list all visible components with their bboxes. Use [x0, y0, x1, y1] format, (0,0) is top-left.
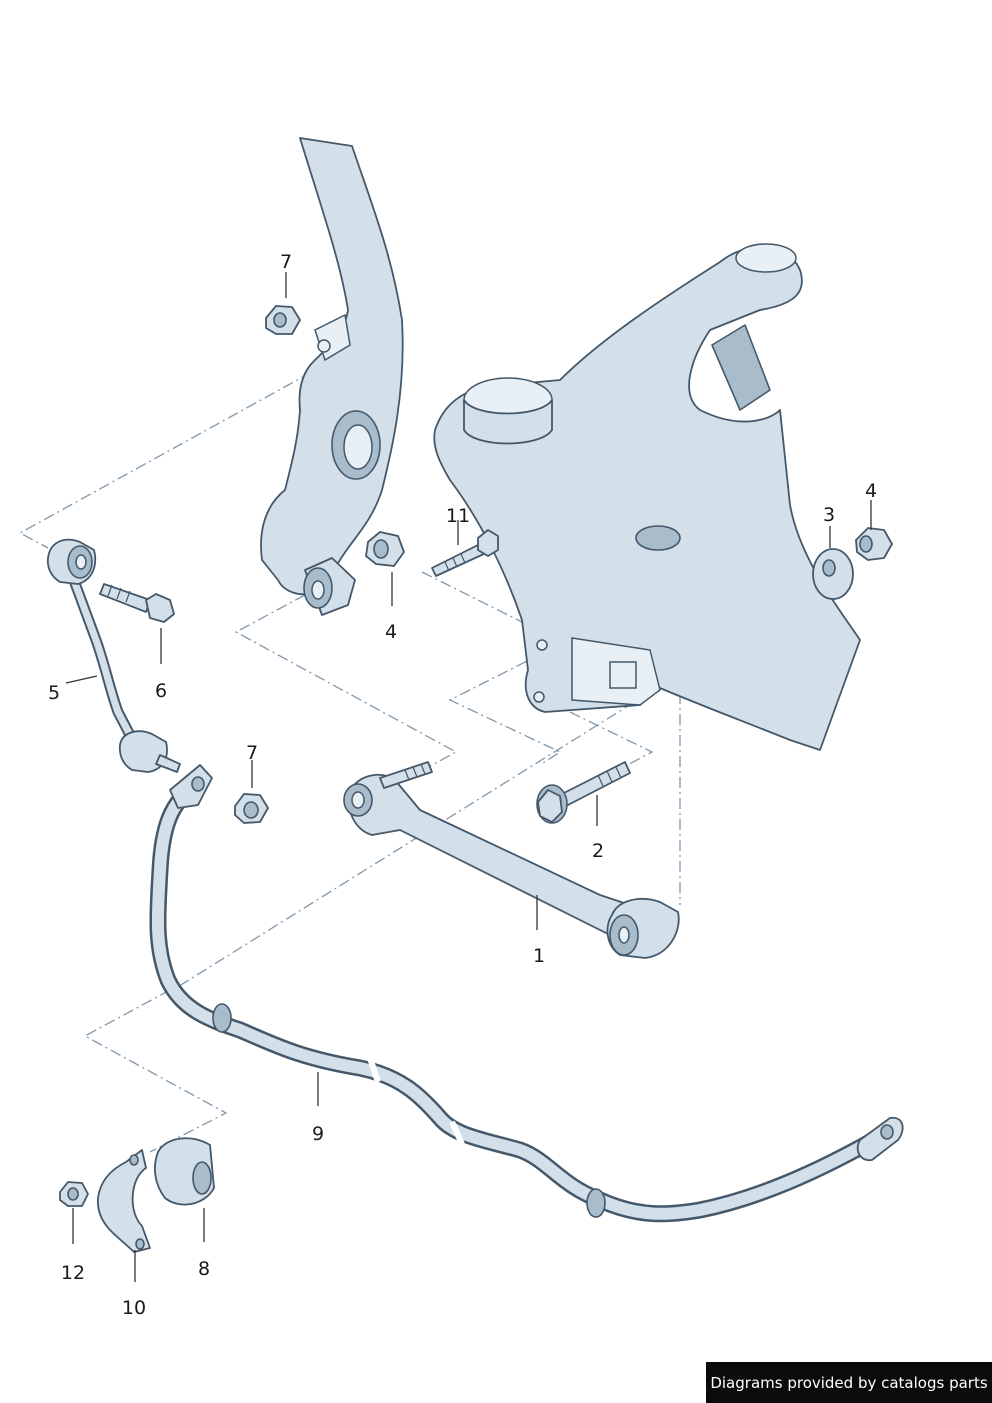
assembly-line-bar-clamp	[83, 989, 228, 1153]
subframe	[433, 243, 861, 751]
bolt-part-11	[431, 529, 499, 577]
control-arm-stud	[379, 761, 433, 789]
leader-lines	[65, 272, 872, 1282]
control-arm-eye-hole	[351, 791, 365, 809]
stabilizer-bar-end-right-hole	[880, 1124, 894, 1140]
knuckle-bushing-hole	[311, 580, 325, 600]
bolt-6-thread-3	[125, 590, 131, 603]
nut-4-left-hole	[373, 539, 389, 559]
bolt-11-thread-2	[452, 557, 458, 568]
bar-bushing-slot	[192, 1161, 212, 1195]
callout-4-right: 4	[865, 480, 877, 502]
nut-7-lower-hole	[243, 801, 259, 819]
subframe-bracket-mark	[609, 661, 637, 689]
stabilizer-bar-fill	[151, 779, 876, 1220]
stabilizer-bar-ring-right	[586, 1188, 606, 1218]
clamp-part-10	[97, 1149, 151, 1253]
coupling-link-rod-fill	[68, 571, 134, 739]
bolt-2-thread-1	[597, 774, 604, 787]
clamp-hole-bottom	[135, 1238, 145, 1250]
nut-part-7-upper	[265, 305, 301, 335]
credit-banner: Diagrams provided by catalogs parts	[706, 1362, 992, 1403]
callout-labels: 1 2 3 4 4 5 6 7 7 8 9 10 11 12	[48, 251, 877, 1319]
callout-5: 5	[48, 682, 60, 704]
control-arm-stud-thread-2	[412, 766, 418, 778]
leader-5	[65, 675, 98, 684]
washer-part-3	[812, 548, 854, 600]
control-arm-stud-shaft	[379, 761, 433, 789]
stabilizer-bar-break-1	[367, 1057, 381, 1083]
subframe-mount-top	[735, 243, 797, 273]
stabilizer-bar-end-right	[856, 1117, 904, 1162]
knuckle-link-hole	[317, 339, 331, 353]
steering-knuckle	[260, 137, 404, 596]
bolt-2-head	[537, 789, 563, 823]
stabilizer-bar-end-left-hole	[191, 776, 205, 792]
bolt-part-2	[536, 761, 631, 824]
bolt-6-thread-1	[107, 584, 113, 597]
callout-7-lower: 7	[246, 742, 258, 764]
subframe-lower-hole	[533, 691, 545, 703]
callout-6: 6	[155, 680, 167, 702]
nut-7-upper-hole	[273, 312, 287, 328]
assembly-line-bolt11	[421, 571, 523, 623]
nut-part-7-lower	[234, 793, 269, 824]
assembly-line-knuckle-arm	[234, 594, 458, 791]
subframe-rib-upper	[711, 324, 771, 411]
nut-part-4-left	[365, 531, 405, 567]
stabilizer-bar-part-9	[149, 764, 904, 1223]
clamp-hole-top	[129, 1154, 139, 1166]
control-arm-bushing-hole	[618, 926, 630, 944]
subframe-boss-side	[463, 399, 553, 445]
callout-12: 12	[61, 1262, 85, 1284]
assembly-line-bracket-bolt2	[569, 711, 654, 771]
knuckle-bushing	[303, 557, 356, 616]
stabilizer-bar-ring-left	[212, 1003, 232, 1033]
bolt-2-thread-3	[615, 766, 622, 779]
bolt-6-thread-2	[116, 587, 122, 600]
bolt-2-shaft	[559, 761, 631, 807]
nut-12-hole	[67, 1187, 79, 1201]
knuckle-bore-inner	[343, 424, 373, 470]
bolt-6-head	[145, 593, 175, 623]
subframe-body	[433, 246, 861, 751]
callout-2: 2	[592, 840, 604, 862]
clamp-body	[97, 1149, 151, 1253]
stabilizer-bar-end-left	[169, 764, 213, 809]
callout-9: 9	[312, 1123, 324, 1145]
knuckle-body	[260, 137, 404, 596]
callout-8: 8	[198, 1258, 210, 1280]
coupling-link-part-5	[46, 538, 181, 773]
control-arm-stud-thread-1	[404, 769, 410, 781]
subframe-hole-center	[635, 525, 681, 551]
callout-10: 10	[122, 1297, 146, 1319]
assembly-line-subframe-bolt2	[448, 651, 562, 766]
bolt-11-head	[477, 529, 499, 557]
bolt-part-6	[99, 583, 175, 623]
callout-1: 1	[533, 945, 545, 967]
control-arm-stud-thread-3	[420, 763, 426, 775]
bolt-6-shaft	[99, 583, 151, 613]
control-arm-part-1	[343, 773, 680, 959]
bar-bushing-part-8	[154, 1137, 215, 1206]
bolt-11-thread-3	[460, 553, 466, 564]
callout-4-left: 4	[385, 621, 397, 643]
nut-4-right-hole	[859, 535, 873, 553]
bolt-2-thread-2	[606, 770, 613, 783]
stabilizer-bar-break-2	[449, 1120, 465, 1146]
nut-part-4-right	[855, 527, 893, 561]
nut-part-12	[59, 1181, 89, 1207]
bolt-11-thread-1	[444, 561, 450, 572]
callout-3: 3	[823, 504, 835, 526]
callout-7-upper: 7	[280, 251, 292, 273]
subframe-bolt-hole	[536, 639, 548, 651]
credit-text: Diagrams provided by catalogs parts	[710, 1373, 988, 1392]
callout-11: 11	[446, 505, 470, 527]
coupling-link-top-hole	[75, 554, 87, 570]
coupling-link-bottom-stud	[155, 754, 181, 773]
washer-3-hole	[822, 559, 836, 577]
